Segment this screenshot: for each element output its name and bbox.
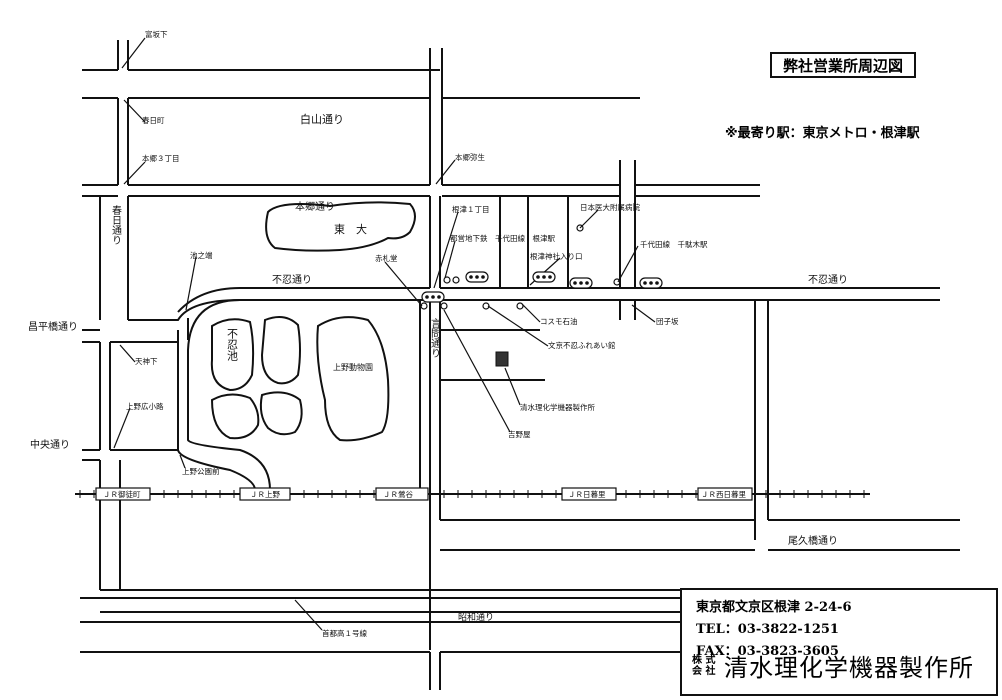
label-ueno-koenmae: 上野公園前: [182, 466, 220, 476]
road-label-chuo: 中央通り: [30, 438, 70, 451]
road-label-shinobazu-top: 不忍通り: [272, 274, 312, 286]
label-shimizu-office: 清水理化学機器製作所: [520, 402, 595, 412]
point-markers: [420, 224, 621, 310]
office-marker: [495, 351, 509, 367]
label-ueno-hirokoji: 上野広小路: [126, 401, 164, 411]
label-sendagi-stn: 千代田線 千駄木駅: [640, 239, 708, 249]
label-tenjinshita: 天神下: [135, 356, 158, 366]
road-label-showa: 昭和通り: [458, 612, 494, 623]
label-ikenohata: 池之端: [190, 250, 213, 260]
road-label-ozekubashi: 尾久橋通り: [788, 534, 838, 547]
company-prefix: 株 式 会 社: [692, 654, 716, 677]
company-name-block: 株 式 会 社 清水理化学機器製作所: [692, 648, 974, 683]
leader-lines: [113, 37, 656, 631]
station-uguisudani: ＪＲ鶯谷: [383, 489, 413, 499]
shinobazu-pond-small: [259, 391, 303, 436]
shinobazu-pond-south: [210, 393, 260, 440]
station-ueno: ＪＲ上野: [250, 490, 280, 499]
map-title: 弊社営業所周辺図: [770, 52, 916, 78]
subway-icons: [421, 271, 663, 303]
label-cosmo: コスモ石油: [540, 316, 578, 326]
station-nishinippori: ＪＲ西日暮里: [701, 489, 746, 499]
place-label-todai: 東 大: [334, 222, 367, 236]
fax: FAX：03-3823-3605: [696, 644, 839, 659]
label-dangozaka: 団子坂: [656, 316, 679, 326]
label-akafuda: 赤札堂: [375, 253, 398, 263]
telephone: TEL：03-3822-1251: [696, 622, 839, 637]
road-label-kasuga: 春日通り: [110, 205, 122, 245]
label-tomisaka: 富坂下: [145, 29, 168, 39]
road-network: [80, 40, 960, 690]
label-nezu1: 根津１丁目: [452, 204, 490, 214]
shinobazu-pond-center: [260, 315, 301, 385]
label-nezu-jinja: 根津神社入り口: [530, 251, 583, 261]
label-shutoko: 首都高１号線: [322, 628, 367, 638]
road-label-kototoi: 言問通り: [429, 317, 441, 358]
label-hongo-yayoi: 本郷弥生: [455, 152, 485, 162]
address: 東京都文京区根津 2-24-6: [696, 600, 852, 615]
label-hongo3: 本郷３丁目: [142, 153, 180, 163]
company-info-box: 東京都文京区根津 2-24-6 TEL：03-3822-1251 FAX：03-…: [680, 588, 998, 696]
callout-labels: 富坂下 春日町 本郷３丁目 本郷弥生 根津１丁目 都営地下鉄 千代田線 根津駅 …: [126, 29, 708, 638]
road-label-hakusan: 白山通り: [300, 112, 344, 126]
station-nippori: ＪＲ日暮里: [568, 489, 606, 499]
station-boxes: ＪＲ御徒町 ＪＲ上野 ＪＲ鶯谷 ＪＲ日暮里 ＪＲ西日暮里: [95, 487, 753, 501]
todai-area: [265, 201, 416, 252]
label-toei-subway: 都営地下鉄 千代田線 根津駅: [450, 233, 555, 243]
road-label-hongo: 本郷通り: [295, 200, 335, 213]
place-label-ueno-zoo: 上野動物園: [333, 362, 373, 372]
label-nippon-med: 日本医大附属病院: [580, 202, 640, 212]
road-label-shinobazu-right: 不忍通り: [808, 274, 848, 286]
label-kasugacho: 春日町: [142, 115, 165, 125]
label-yoshinoya: 吉野屋: [508, 430, 531, 439]
ueno-zoo-area: [316, 316, 390, 442]
station-okachimachi: ＪＲ御徒町: [103, 489, 141, 499]
company-name: 清水理化学機器製作所: [724, 654, 974, 682]
nearest-station-note: ※最寄り駅：東京メトロ・根津駅: [725, 126, 920, 141]
place-label-shinobazu-pond: 不忍池: [226, 328, 239, 361]
road-label-shoheibashi: 昌平橋通り: [28, 320, 78, 333]
shinobazu-pond-north: [210, 318, 255, 392]
label-bunkyo-fureai: 文京不忍ふれあい館: [548, 340, 616, 350]
